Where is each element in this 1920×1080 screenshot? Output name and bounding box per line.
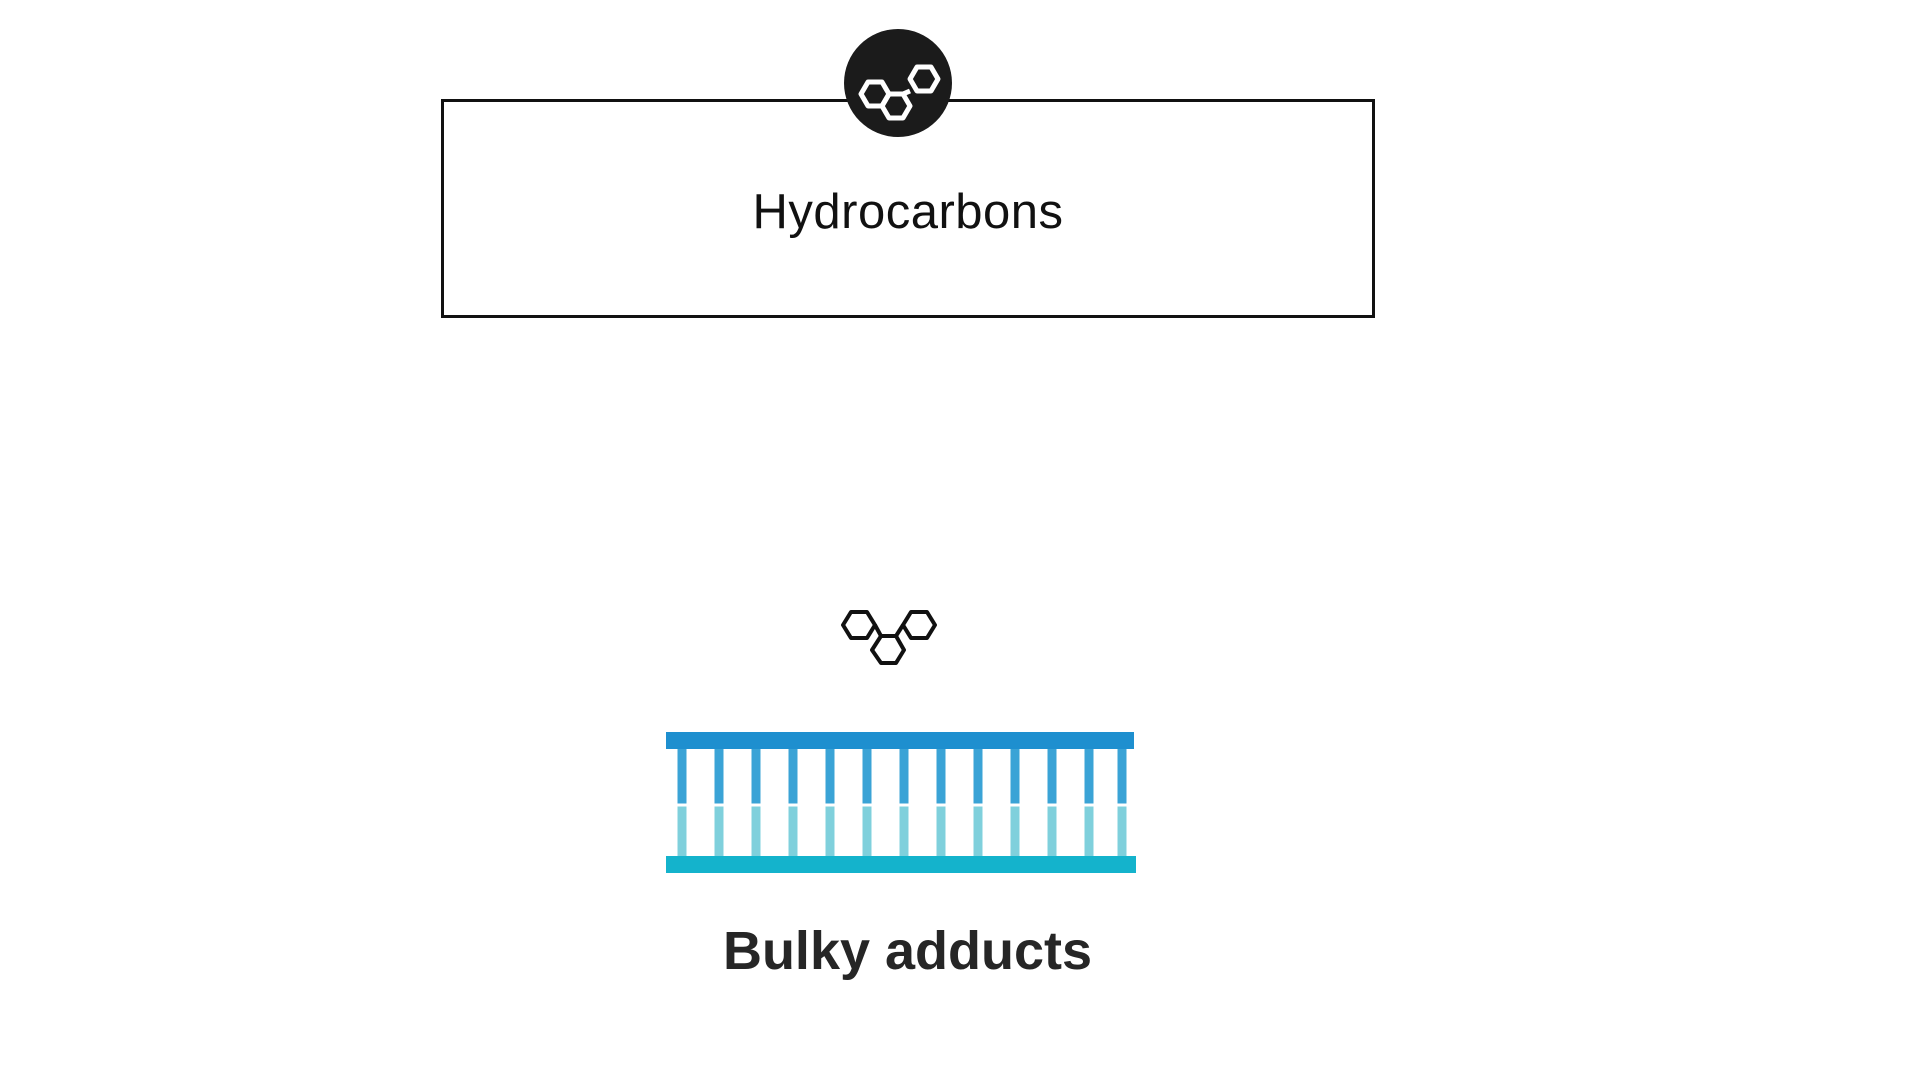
hydrocarbon-molecule-icon [834,606,938,670]
dna-top-strand [666,732,1134,749]
hydrocarbon-rings-icon [844,29,952,137]
bulky-adducts-label: Bulky adducts [722,921,1093,981]
dna-bottom-strand [666,856,1136,873]
hydrocarbons-label: Hydrocarbons [752,185,1064,239]
dna-double-strand-icon [666,732,1138,874]
dna-rungs [677,744,1127,860]
